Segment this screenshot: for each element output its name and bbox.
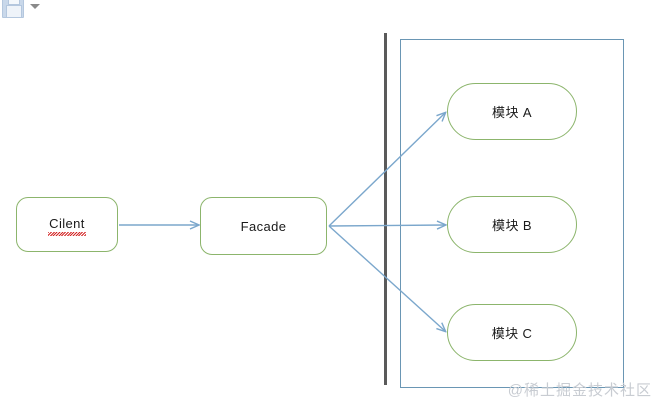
edge-facade-module-b bbox=[328, 225, 445, 226]
chevron-down-icon[interactable] bbox=[30, 4, 40, 9]
save-icon[interactable] bbox=[2, 0, 24, 18]
node-module-b[interactable]: 模块 B bbox=[447, 196, 577, 253]
subsystem-divider-bar bbox=[384, 33, 387, 385]
node-client-label: Cilent bbox=[48, 216, 86, 236]
node-client[interactable]: Cilent bbox=[16, 197, 118, 252]
node-module-a-label: 模块 A bbox=[492, 105, 532, 120]
watermark: @稀土掘金技术社区 bbox=[507, 382, 652, 399]
subsystem-container[interactable] bbox=[400, 39, 624, 388]
edge-facade-module-c bbox=[328, 225, 445, 331]
node-facade-label: Facade bbox=[240, 218, 287, 234]
quick-access-toolbar[interactable] bbox=[0, 0, 120, 18]
node-module-c[interactable]: 模块 C bbox=[447, 304, 577, 361]
node-module-a[interactable]: 模块 A bbox=[447, 83, 577, 140]
node-module-c-label: 模块 C bbox=[491, 326, 533, 341]
edge-facade-module-a bbox=[328, 113, 445, 227]
node-module-b-label: 模块 B bbox=[492, 218, 532, 233]
node-facade[interactable]: Facade bbox=[200, 197, 327, 255]
